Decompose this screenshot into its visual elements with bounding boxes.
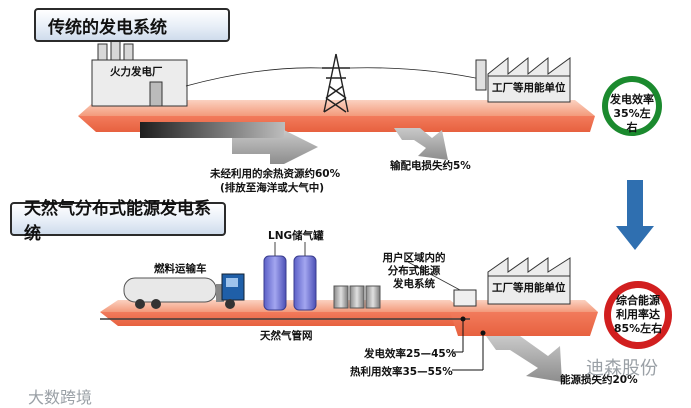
user-area-line2: 分布式能源 xyxy=(387,265,441,277)
pipeline-label: 天然气管网 xyxy=(260,330,313,342)
user-area-label: 用户区域内的 分布式能源 发电系统 xyxy=(374,252,454,291)
combined-efficiency-text: 综合能源 利用率达 85%左右 xyxy=(610,294,666,336)
lng-tanks xyxy=(263,242,317,311)
top-factory-label: 工厂等用能单位 xyxy=(492,82,566,94)
barrels xyxy=(333,285,381,309)
fuel-truck xyxy=(123,273,245,309)
power-plant-label: 火力发电厂 xyxy=(110,66,163,78)
power-pylon xyxy=(185,53,486,113)
lng-tank-label: LNG储气罐 xyxy=(268,230,324,242)
power-plant-building xyxy=(91,37,188,107)
waste-heat-label-line1: 未经利用的余热资源约60% xyxy=(210,168,341,180)
bottom-factory-building xyxy=(487,257,571,305)
blue-down-arrow xyxy=(616,180,654,250)
bottom-platform xyxy=(100,300,598,336)
heat-efficiency-label: 热利用效率35—55% xyxy=(350,366,453,378)
efficiency-line2: 35%左右 xyxy=(613,107,651,134)
watermark-bottom-left: 大数跨境 xyxy=(28,388,93,407)
combined-line1: 综合能源 xyxy=(616,294,660,307)
energy-loss-label: 能源损失约20% xyxy=(560,374,638,386)
combined-line3: 85%左右 xyxy=(613,322,663,335)
user-area-line1: 用户区域内的 xyxy=(382,252,446,264)
top-platform xyxy=(78,100,595,132)
top-factory-building xyxy=(475,56,571,103)
user-area-line3: 发电系统 xyxy=(393,278,435,290)
distributed-unit xyxy=(407,261,477,307)
combined-line2: 利用率达 xyxy=(616,308,660,321)
efficiency-line1: 发电效率 xyxy=(610,93,654,106)
energy-loss-arrow xyxy=(486,336,562,382)
waste-heat-label-line2: (排放至海洋或大气中) xyxy=(220,182,325,194)
transmission-loss-arrow xyxy=(394,128,448,160)
efficiency-text: 发电效率 35%左右 xyxy=(608,93,656,135)
combined-efficiency-circle xyxy=(604,281,672,349)
generation-efficiency-label: 发电效率25—45% xyxy=(364,348,457,360)
watermark-bottom-right: 迪森股份 xyxy=(586,358,658,379)
waste-heat-arrow xyxy=(140,122,318,164)
efficiency-circle xyxy=(602,76,662,136)
efficiency-pointers xyxy=(452,316,486,371)
top-section-title: 传统的发电系统 xyxy=(34,8,230,42)
fuel-truck-label: 燃料运输车 xyxy=(154,263,207,275)
transmission-loss-label: 输配电损失约5% xyxy=(390,160,471,172)
bottom-section-title: 天然气分布式能源发电系统 xyxy=(10,199,226,244)
bottom-factory-label: 工厂等用能单位 xyxy=(492,282,566,294)
